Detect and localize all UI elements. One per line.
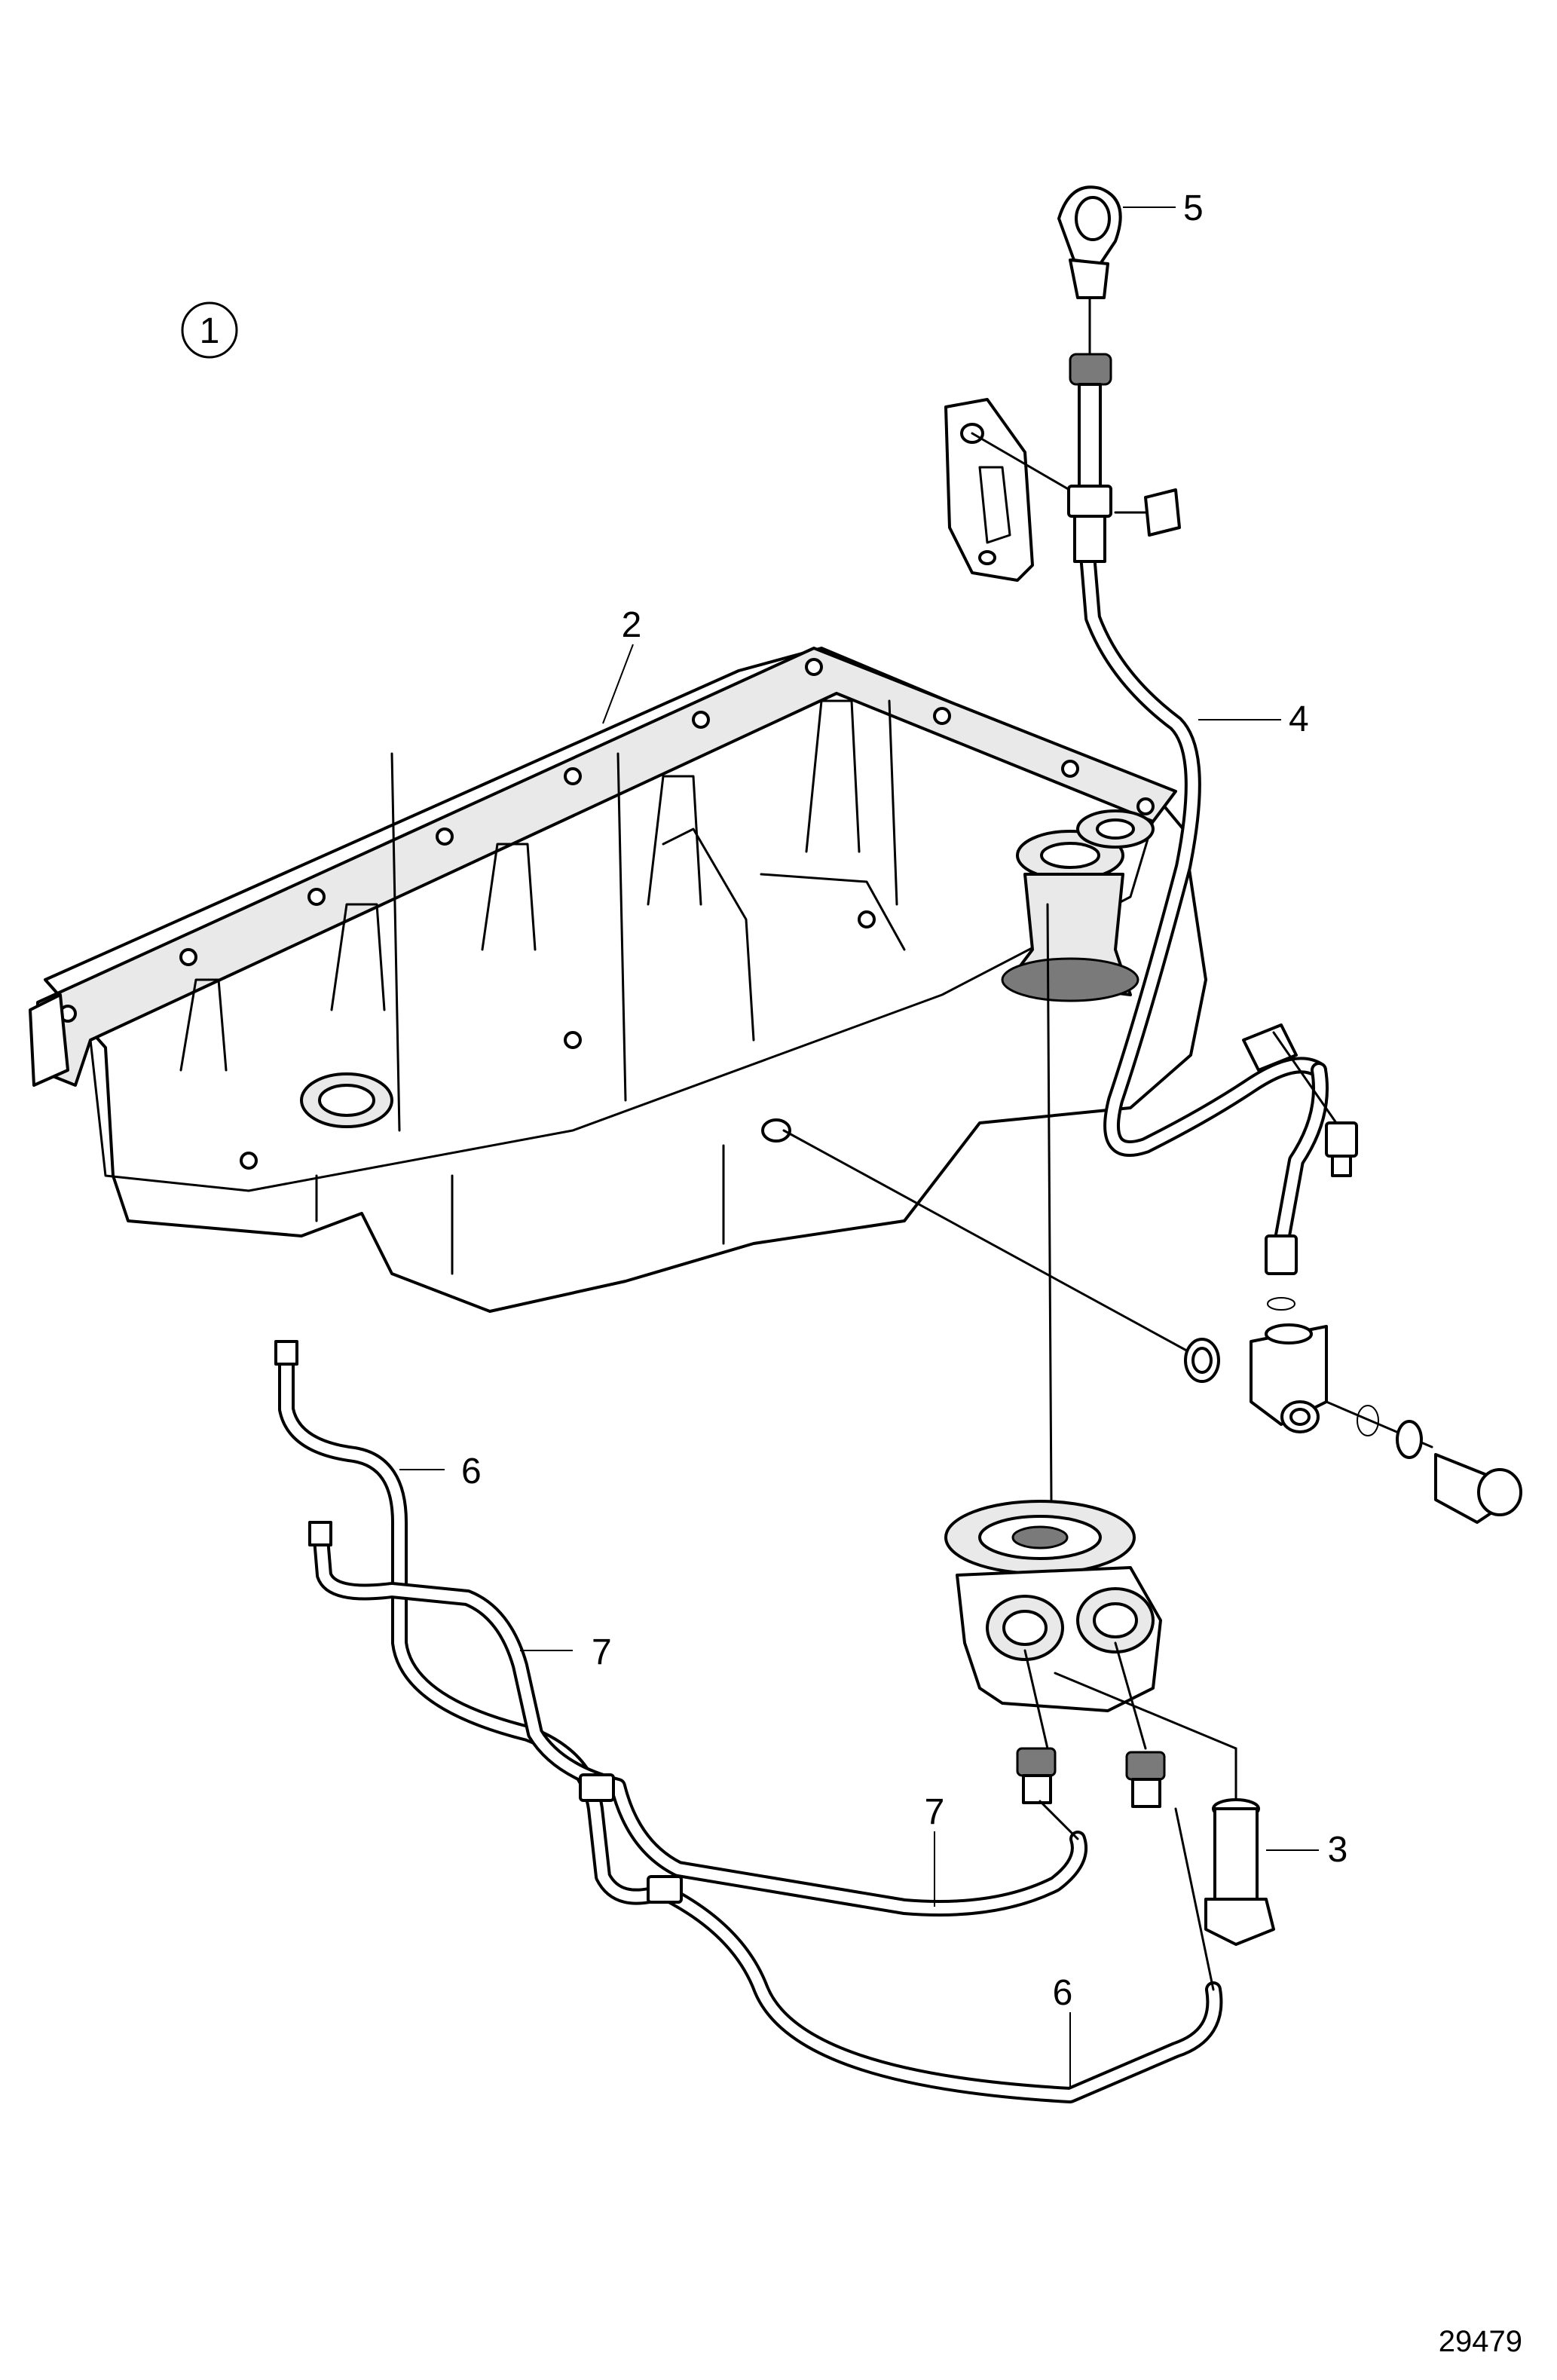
oil-pan-ribs [179, 699, 906, 1275]
pipe-adapters [1016, 1641, 1166, 1808]
left-bracket [29, 993, 69, 1087]
callout-7b: 7 [925, 1792, 945, 1832]
reference-number: 29479 [1439, 2325, 1522, 2358]
oil-pipe-7 [308, 1521, 1087, 1917]
filter-mount-boss [1001, 809, 1155, 1002]
callout-6a: 6 [461, 1452, 482, 1491]
callout-4: 4 [1289, 699, 1309, 739]
dipstick-tube [1077, 519, 1358, 1433]
callout-5: 5 [1183, 188, 1204, 228]
callout-leaders [399, 206, 1319, 2088]
callout-7a: 7 [592, 1632, 612, 1672]
flange-bolt-holes [59, 658, 1155, 1170]
filter-head [944, 903, 1162, 1712]
callout-3: 3 [1328, 1830, 1348, 1870]
view-number-badge: 1 [181, 301, 238, 359]
oil-pan [29, 647, 1207, 1313]
pan-mounting-hole [761, 1118, 791, 1143]
dipstick-bracket [944, 398, 1181, 582]
callout-6b: 6 [1053, 1973, 1073, 2013]
callout-2: 2 [622, 605, 642, 645]
nipple-part-3 [1054, 1672, 1275, 1946]
banjo-bolt-assembly [782, 1129, 1522, 1524]
oil-pipe-6 [274, 1340, 1223, 2103]
dipstick [1057, 185, 1122, 563]
view-number: 1 [200, 311, 220, 351]
